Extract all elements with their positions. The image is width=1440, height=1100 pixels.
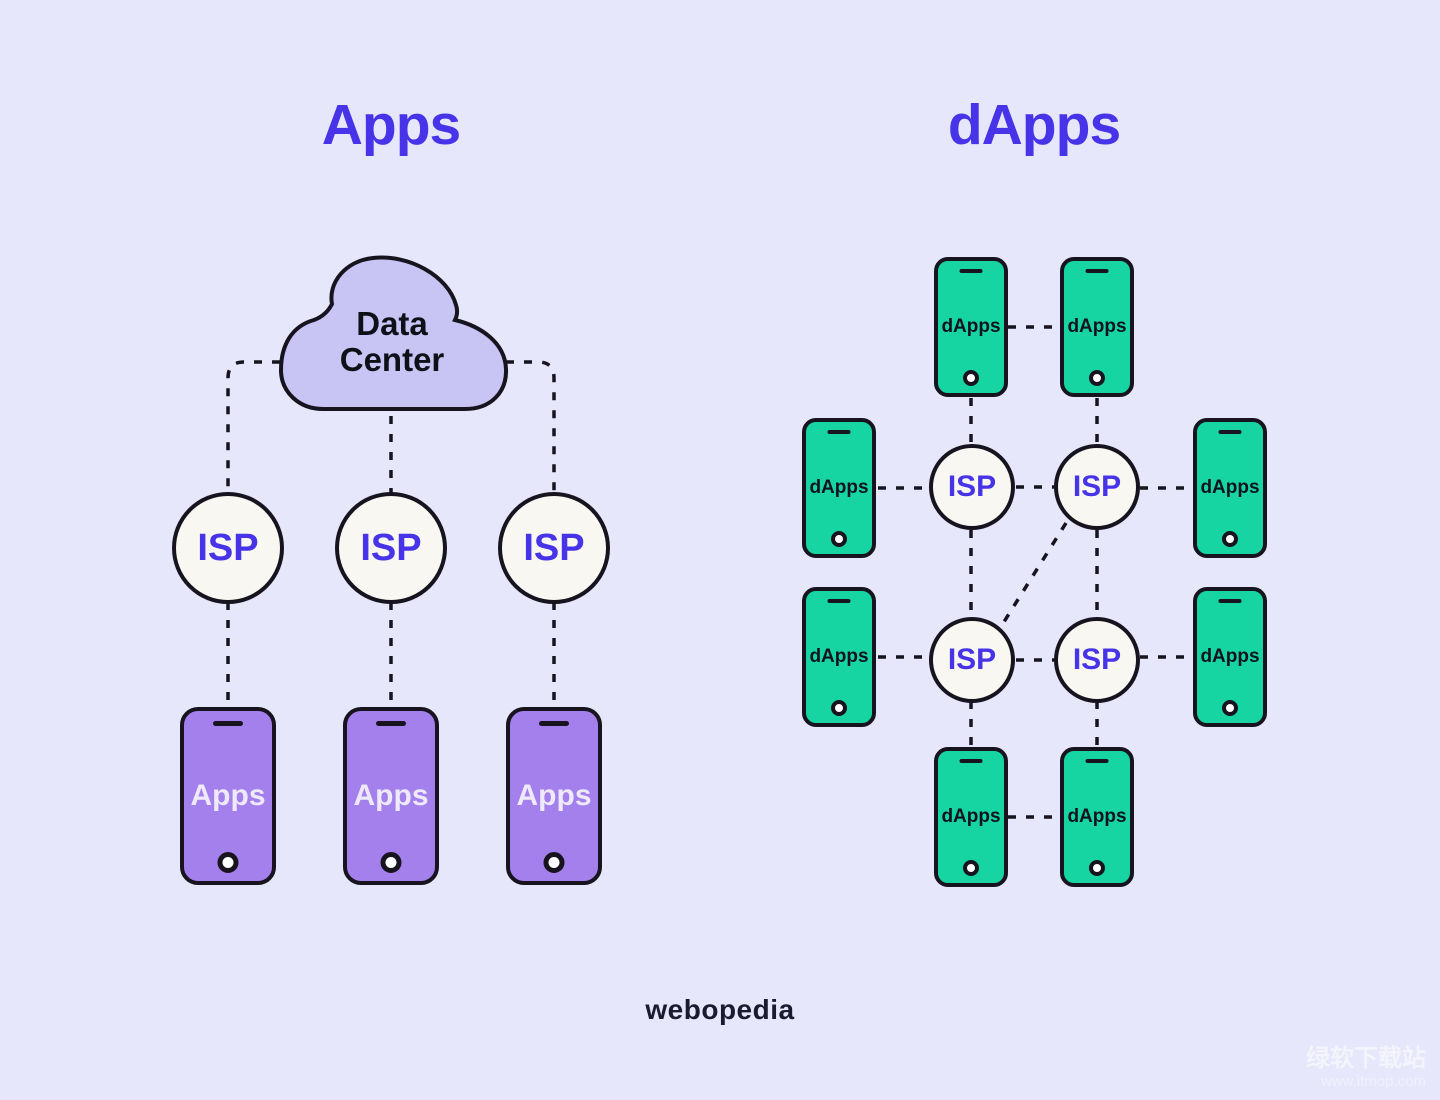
phone-home-button xyxy=(1089,860,1105,876)
dapp-phone-label: dApps xyxy=(1067,806,1127,827)
watermark-site-url: www.itmop.com xyxy=(1320,1072,1426,1090)
right-diagram-title: dApps xyxy=(947,93,1121,157)
dapp-phone-label: dApps xyxy=(1200,646,1260,667)
phone-speaker xyxy=(1085,759,1109,763)
left-diagram-title: Apps xyxy=(321,93,462,157)
app-phone-label: Apps xyxy=(190,779,266,812)
phone-home-button xyxy=(1089,370,1105,386)
dapp-phone-label: dApps xyxy=(941,316,1001,337)
isp-node-left-2: ISP xyxy=(335,492,447,604)
dapp-phone-label: dApps xyxy=(1200,477,1260,498)
phone-speaker xyxy=(1085,269,1109,273)
dapp-phone-right-1: dApps xyxy=(1193,418,1267,558)
connector-cloud-isp1 xyxy=(226,360,280,494)
phone-speaker xyxy=(213,721,243,726)
phone-home-button xyxy=(831,531,847,547)
isp-node-right-tr: ISP xyxy=(1054,444,1140,530)
phone-home-button xyxy=(963,860,979,876)
data-center-cloud xyxy=(278,255,509,411)
app-phone-1: Apps xyxy=(180,707,276,885)
dapp-phone-label: dApps xyxy=(809,646,869,667)
connector-cloud-isp3 xyxy=(506,360,556,494)
data-center-label-line2: Center xyxy=(339,341,445,378)
app-phone-label: Apps xyxy=(353,779,429,812)
dapp-phone-label: dApps xyxy=(809,477,869,498)
dapp-phone-label: dApps xyxy=(1067,316,1127,337)
phone-speaker xyxy=(827,430,851,434)
dapp-phone-bottom-1: dApps xyxy=(934,747,1008,887)
phone-home-button xyxy=(1222,531,1238,547)
watermark: 绿软下载站 www.itmop.com xyxy=(1306,1045,1426,1090)
phone-home-button xyxy=(1222,700,1238,716)
dapp-phone-top-1: dApps xyxy=(934,257,1008,397)
dapp-phone-bottom-2: dApps xyxy=(1060,747,1134,887)
phone-speaker xyxy=(827,599,851,603)
phone-speaker xyxy=(1218,430,1242,434)
isp-node-left-1: ISP xyxy=(172,492,284,604)
dapp-phone-right-2: dApps xyxy=(1193,587,1267,727)
dapp-phone-left-2: dApps xyxy=(802,587,876,727)
phone-home-button xyxy=(831,700,847,716)
app-phone-3: Apps xyxy=(506,707,602,885)
phone-speaker xyxy=(959,759,983,763)
phone-speaker xyxy=(539,721,569,726)
isp-node-right-tl: ISP xyxy=(929,444,1015,530)
app-phone-label: Apps xyxy=(516,779,592,812)
isp-node-right-bl: ISP xyxy=(929,617,1015,703)
dapp-phone-top-2: dApps xyxy=(1060,257,1134,397)
data-center-label-line1: Data xyxy=(356,305,428,342)
isp-node-right-br: ISP xyxy=(1054,617,1140,703)
phone-home-button xyxy=(217,852,239,873)
phone-speaker xyxy=(959,269,983,273)
watermark-site-name: 绿软下载站 xyxy=(1306,1045,1426,1073)
isp-node-left-3: ISP xyxy=(498,492,610,604)
phone-home-button xyxy=(963,370,979,386)
phone-home-button xyxy=(543,852,565,873)
data-center-label: Data Center xyxy=(300,306,484,378)
app-phone-2: Apps xyxy=(343,707,439,885)
phone-speaker xyxy=(376,721,406,726)
phone-home-button xyxy=(380,852,402,873)
dapp-phone-label: dApps xyxy=(941,806,1001,827)
webopedia-logo: webopedia xyxy=(645,994,795,1025)
connector-diagonal xyxy=(1000,522,1068,626)
phone-speaker xyxy=(1218,599,1242,603)
dapp-phone-left-1: dApps xyxy=(802,418,876,558)
